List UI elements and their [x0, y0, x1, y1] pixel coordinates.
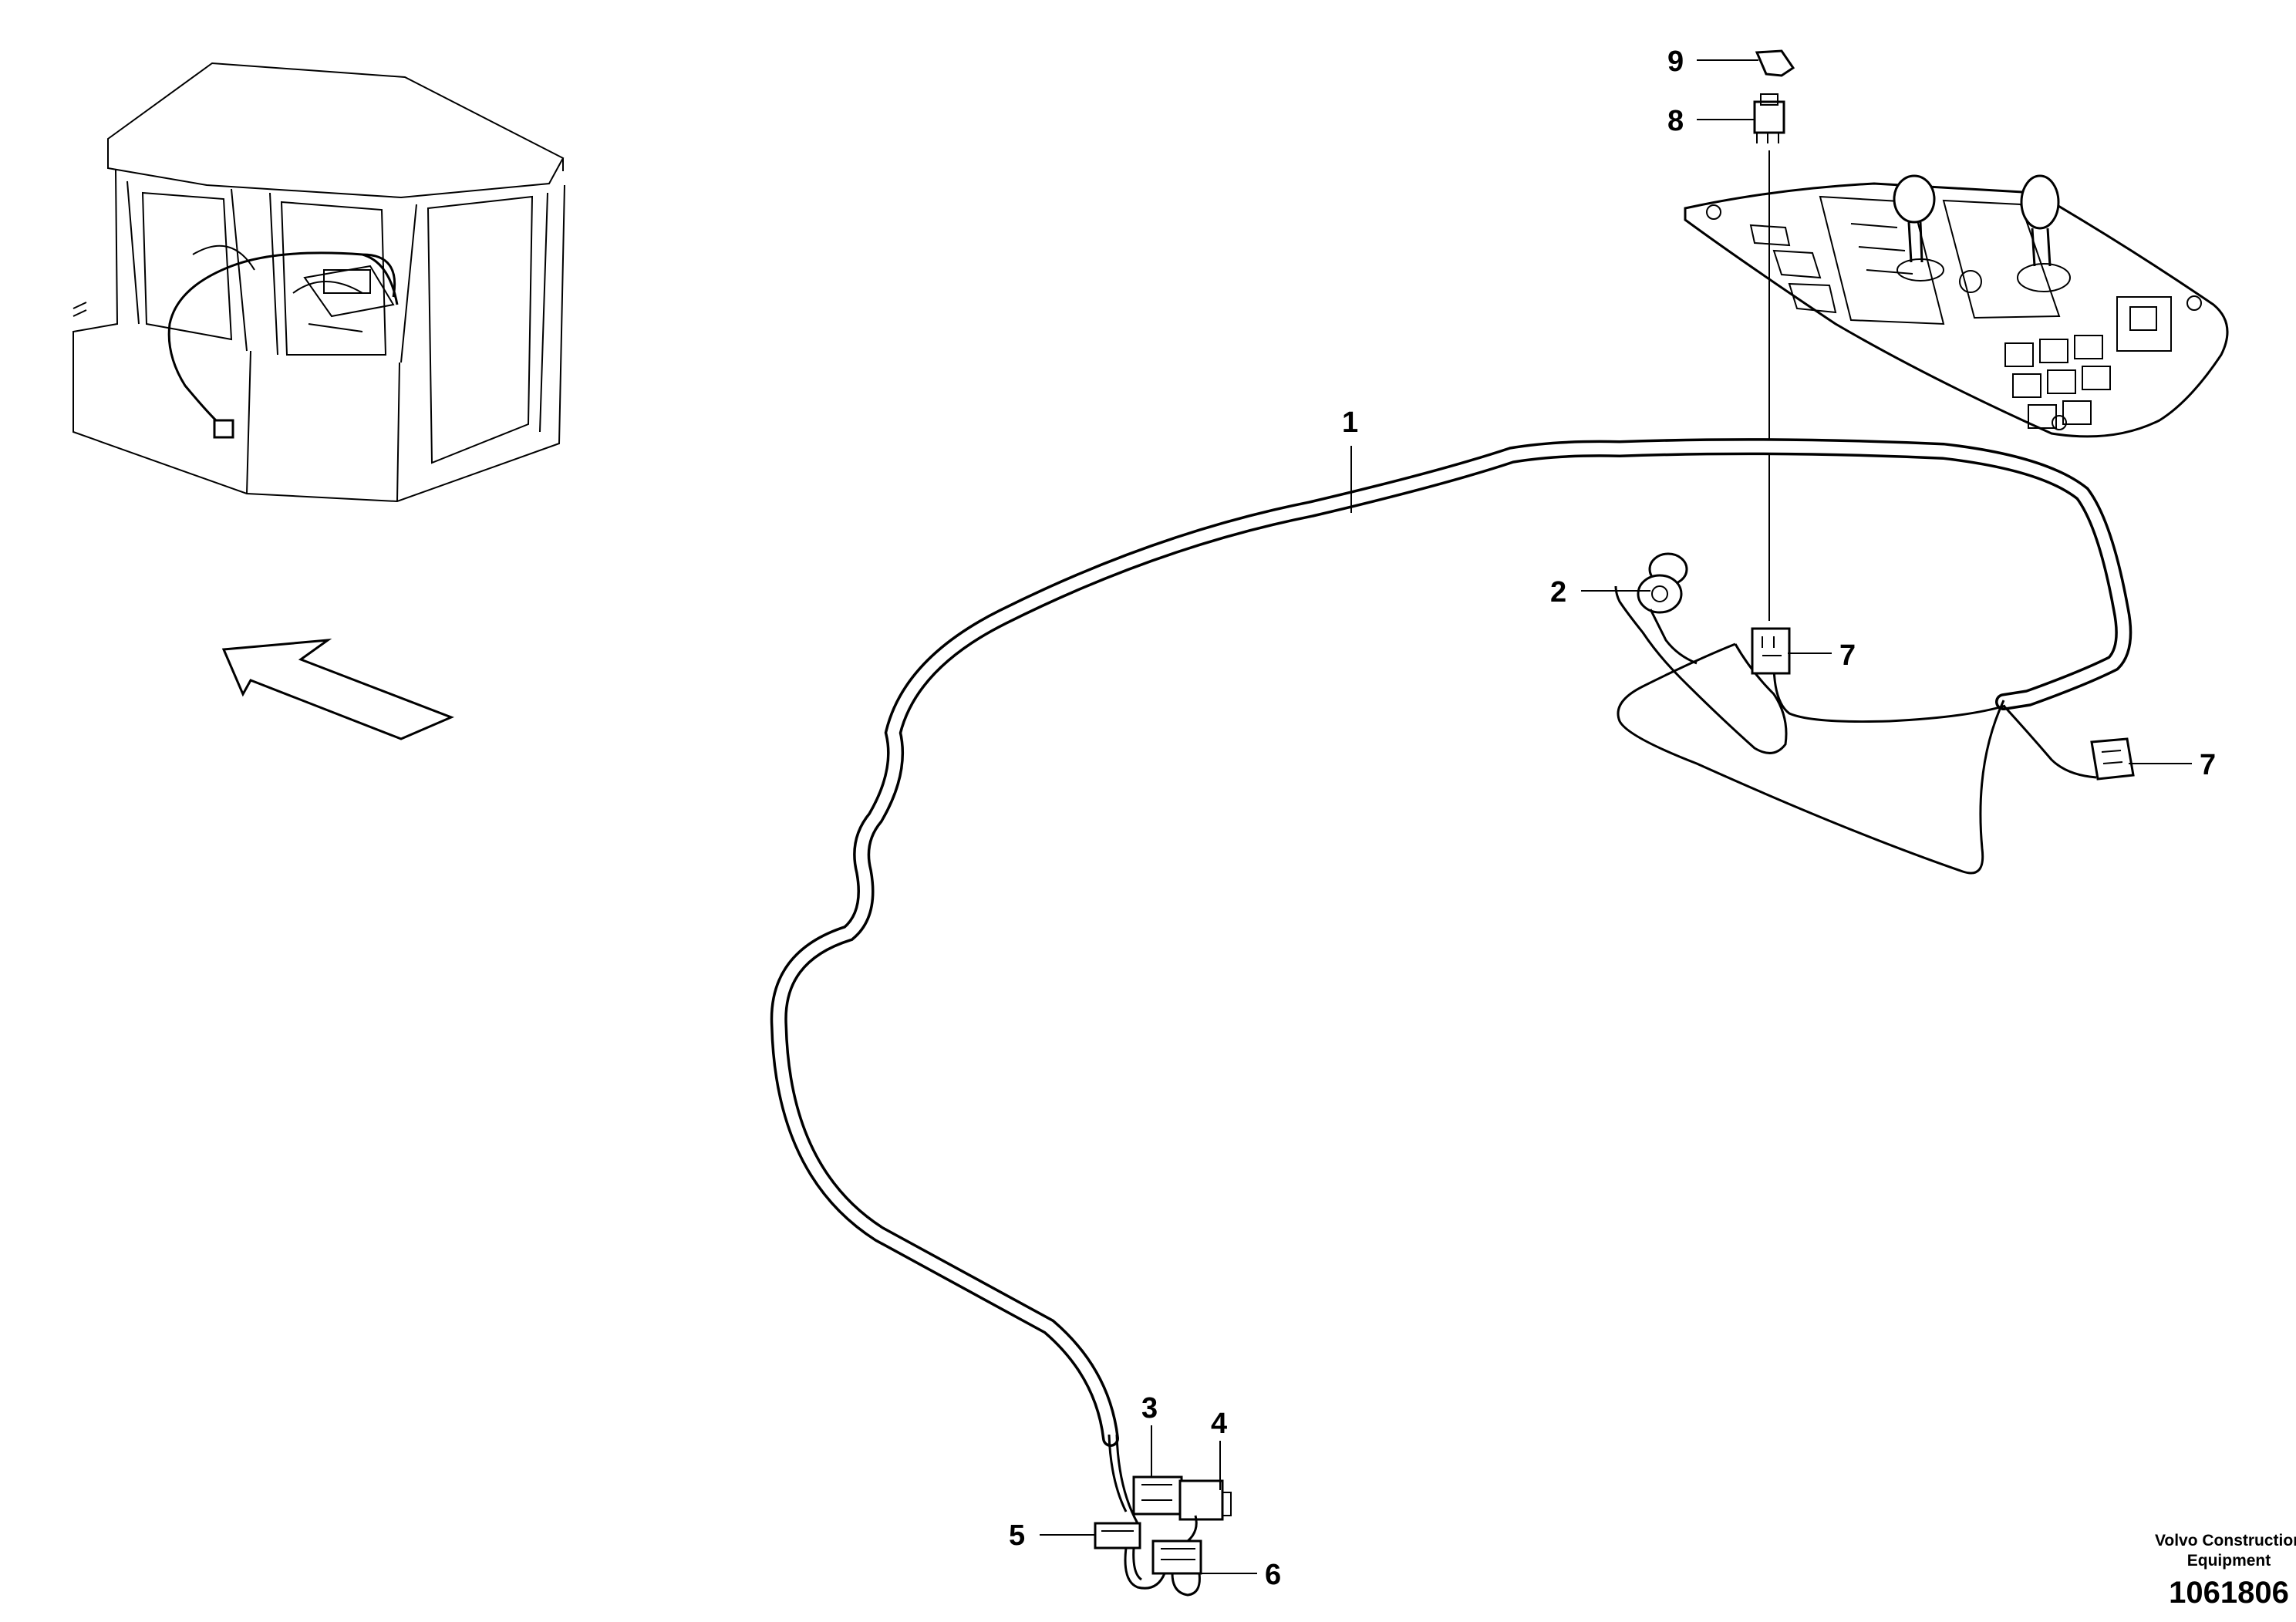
document-number: 1061806 — [2169, 1576, 2289, 1610]
callout-7-lower: 7 — [2200, 749, 2216, 781]
callout-6: 6 — [1265, 1559, 1281, 1591]
callout-1: 1 — [1342, 406, 1358, 439]
callout-3: 3 — [1141, 1392, 1158, 1425]
connector-part-5 — [1094, 1522, 1141, 1549]
callout-2: 2 — [1550, 576, 1566, 609]
callout-9: 9 — [1667, 46, 1684, 78]
credit-line-2: Equipment — [2187, 1552, 2271, 1570]
connector-part-7-lower — [2090, 737, 2135, 781]
cab-overview-illustration — [72, 62, 565, 503]
callout-7-upper: 7 — [1839, 639, 1856, 672]
main-wiring-harness — [770, 438, 2132, 1447]
callout-4: 4 — [1211, 1408, 1227, 1440]
callout-8: 8 — [1667, 105, 1684, 137]
view-direction-arrow-icon — [221, 639, 454, 740]
switch-cap-part — [1755, 49, 1795, 77]
connector-cluster — [1094, 1434, 1232, 1597]
rocker-switch-part — [1753, 93, 1785, 143]
callout-5: 5 — [1009, 1519, 1025, 1552]
leader-lines — [1040, 59, 2192, 1574]
harness-branches — [1614, 585, 2097, 875]
connector-part-2 — [1637, 552, 1698, 665]
control-panel-illustration — [1684, 174, 2229, 438]
connector-part-3 — [1132, 1475, 1183, 1516]
credit-line-1: Volvo Construction — [2155, 1532, 2296, 1549]
connector-part-4 — [1178, 1479, 1224, 1521]
connector-part-6 — [1151, 1539, 1202, 1575]
connector-part-7-upper — [1751, 627, 1791, 675]
